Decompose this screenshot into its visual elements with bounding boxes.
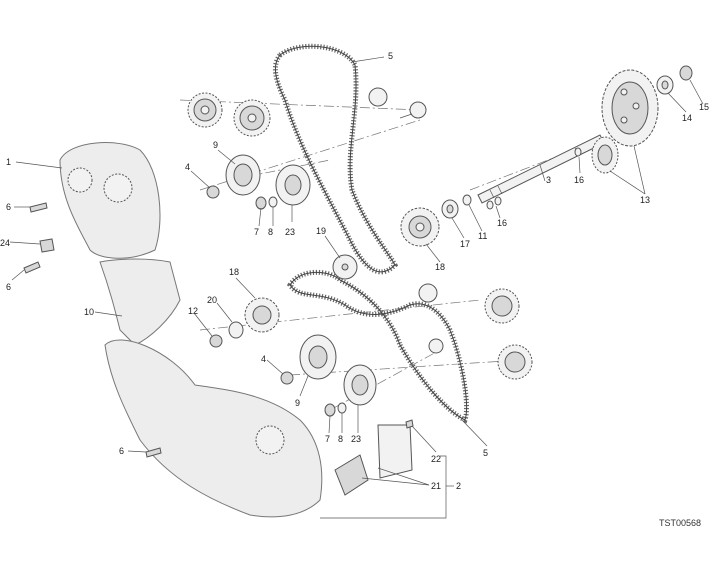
upper-pulley-right: [233, 99, 271, 137]
label-6-top: 6: [6, 202, 11, 212]
leader-lines: [9, 56, 704, 519]
upper-pulley-left: [187, 92, 223, 128]
middle-cover-10: [99, 258, 181, 346]
keys-16: [486, 147, 582, 210]
lower-cover-assembly-2: [104, 339, 413, 518]
screw-6-middle: [23, 261, 41, 274]
label-24: 24: [0, 238, 10, 248]
washer-8-lower: [337, 402, 347, 414]
label-20: 20: [207, 295, 217, 305]
lower-right-bushing: [418, 283, 444, 354]
diagram-code: TST00568: [659, 518, 701, 528]
label-2: 2: [456, 481, 461, 491]
label-8-upper: 8: [268, 227, 273, 237]
label-9-lower: 9: [295, 398, 300, 408]
nut-12: [209, 334, 223, 348]
reference-labels: 1 6 24 6 10 6 4 9 7 8 23 19 5 18 17 11 1…: [0, 51, 709, 528]
label-9-upper: 9: [213, 140, 218, 150]
label-11: 11: [478, 231, 487, 241]
lower-idler-23: [343, 364, 377, 406]
label-23-upper: 23: [285, 227, 295, 237]
nut-7-lower: [324, 403, 336, 417]
label-16-upper: 16: [574, 175, 584, 185]
label-7-upper: 7: [254, 227, 259, 237]
label-23-lower: 23: [351, 434, 361, 444]
nut-15: [679, 65, 693, 81]
label-17: 17: [460, 239, 470, 249]
screw-6-top: [29, 202, 48, 213]
label-14: 14: [682, 113, 692, 123]
upper-bushing: [368, 87, 427, 119]
screw-4-upper: [206, 185, 220, 199]
gear-13-large: [601, 69, 659, 147]
washer-14: [656, 75, 674, 95]
label-22: 22: [431, 454, 441, 464]
label-1: 1: [6, 157, 11, 167]
lower-timing-belt: [287, 269, 470, 424]
label-4-lower: 4: [261, 354, 266, 364]
upper-idler-23: [275, 164, 311, 206]
lower-pulley-lower: [497, 344, 533, 380]
label-13: 13: [640, 195, 650, 205]
washer-19: [332, 254, 358, 280]
nut-7-upper: [255, 196, 267, 210]
upper-timing-belt: [272, 43, 399, 275]
lower-pulley-upper: [484, 288, 520, 324]
gear-18-lower: [244, 297, 280, 333]
label-12: 12: [188, 306, 198, 316]
upper-cover-1: [59, 142, 161, 259]
gear-18-upper: [400, 207, 440, 247]
screw-6-bottom: [145, 447, 162, 458]
gear-13-small: [591, 136, 619, 174]
screw-4-lower: [280, 371, 294, 385]
label-7-lower: 7: [325, 434, 330, 444]
label-10: 10: [84, 307, 94, 317]
label-6-middle: 6: [6, 282, 11, 292]
upper-tensioner-9: [225, 154, 261, 196]
label-5-upper: 5: [388, 51, 393, 61]
label-4-upper: 4: [185, 162, 190, 172]
label-21: 21: [431, 481, 441, 491]
label-18-lower: 18: [229, 267, 239, 277]
assembly-axes: [179, 99, 601, 411]
washer-8-upper: [268, 196, 278, 208]
label-3: 3: [546, 175, 551, 185]
lower-tensioner-9: [299, 334, 337, 380]
ring-11: [462, 194, 472, 206]
screw-22: [405, 419, 414, 429]
label-8-lower: 8: [338, 434, 343, 444]
label-15: 15: [699, 102, 709, 112]
label-6-bottom: 6: [119, 446, 124, 456]
clip-24: [39, 238, 55, 253]
label-19: 19: [316, 226, 326, 236]
label-5-lower: 5: [483, 448, 488, 458]
label-18-upper: 18: [435, 262, 445, 272]
washer-17: [441, 199, 459, 219]
lower-bushing-20: [228, 321, 244, 339]
label-16-lower: 16: [497, 218, 507, 228]
